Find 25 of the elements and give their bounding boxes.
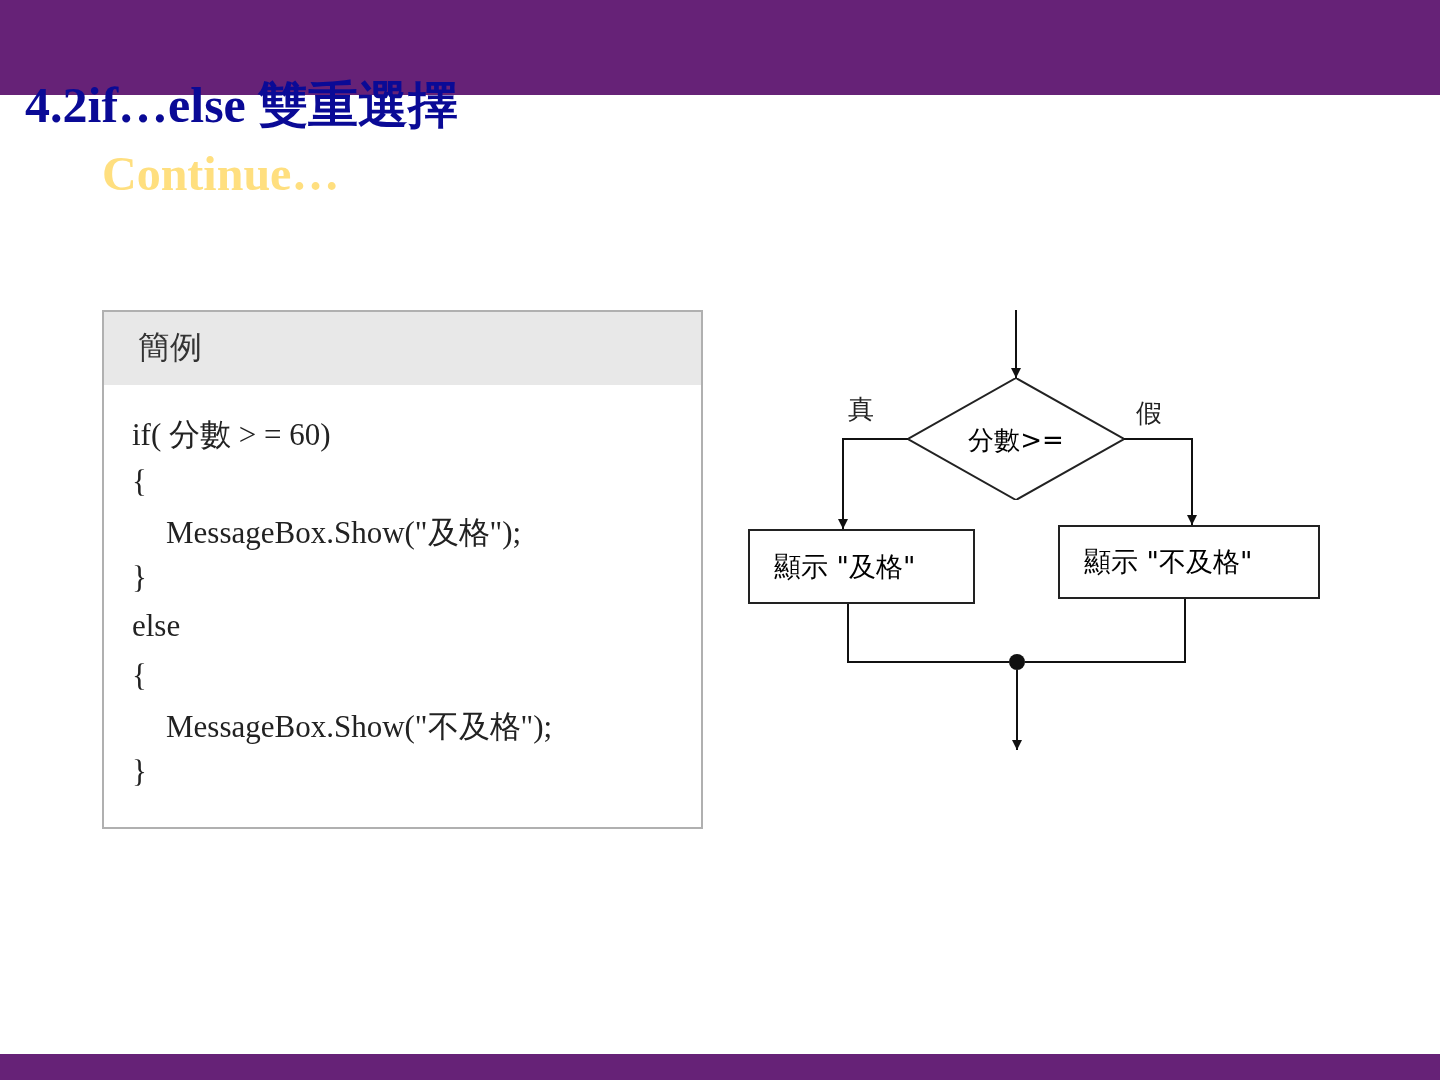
arrow	[838, 438, 909, 530]
process-box	[1058, 525, 1320, 599]
code-line: else	[132, 608, 181, 644]
decision-diamond	[908, 378, 1124, 500]
panel-heading: 簡例	[138, 327, 202, 368]
junction-dot	[1009, 654, 1025, 670]
code-line: MessageBox.Show("不及格");	[166, 708, 553, 746]
box-text: 顯示 "及格"	[774, 549, 916, 584]
box-text: 顯示 "不及格"	[1084, 545, 1253, 579]
code-line: }	[132, 560, 147, 596]
code-line: }	[132, 754, 147, 790]
arrow	[1011, 309, 1021, 379]
connector-line	[847, 603, 1010, 663]
code-line: MessageBox.Show("及格");	[166, 514, 522, 552]
code-line: if( 分數 > = 60)	[132, 416, 331, 454]
subtitle: Continue…	[102, 146, 340, 201]
slide-title: 4.2if…else 雙重選擇	[25, 76, 459, 135]
condition-text: 分數>=	[967, 424, 1065, 457]
connector-line	[1024, 598, 1186, 663]
code-line: {	[132, 464, 147, 500]
code-line: {	[132, 658, 147, 694]
process-box	[748, 529, 975, 604]
arrow	[1123, 438, 1197, 526]
code-panel	[102, 310, 703, 829]
arrow	[1012, 669, 1022, 751]
